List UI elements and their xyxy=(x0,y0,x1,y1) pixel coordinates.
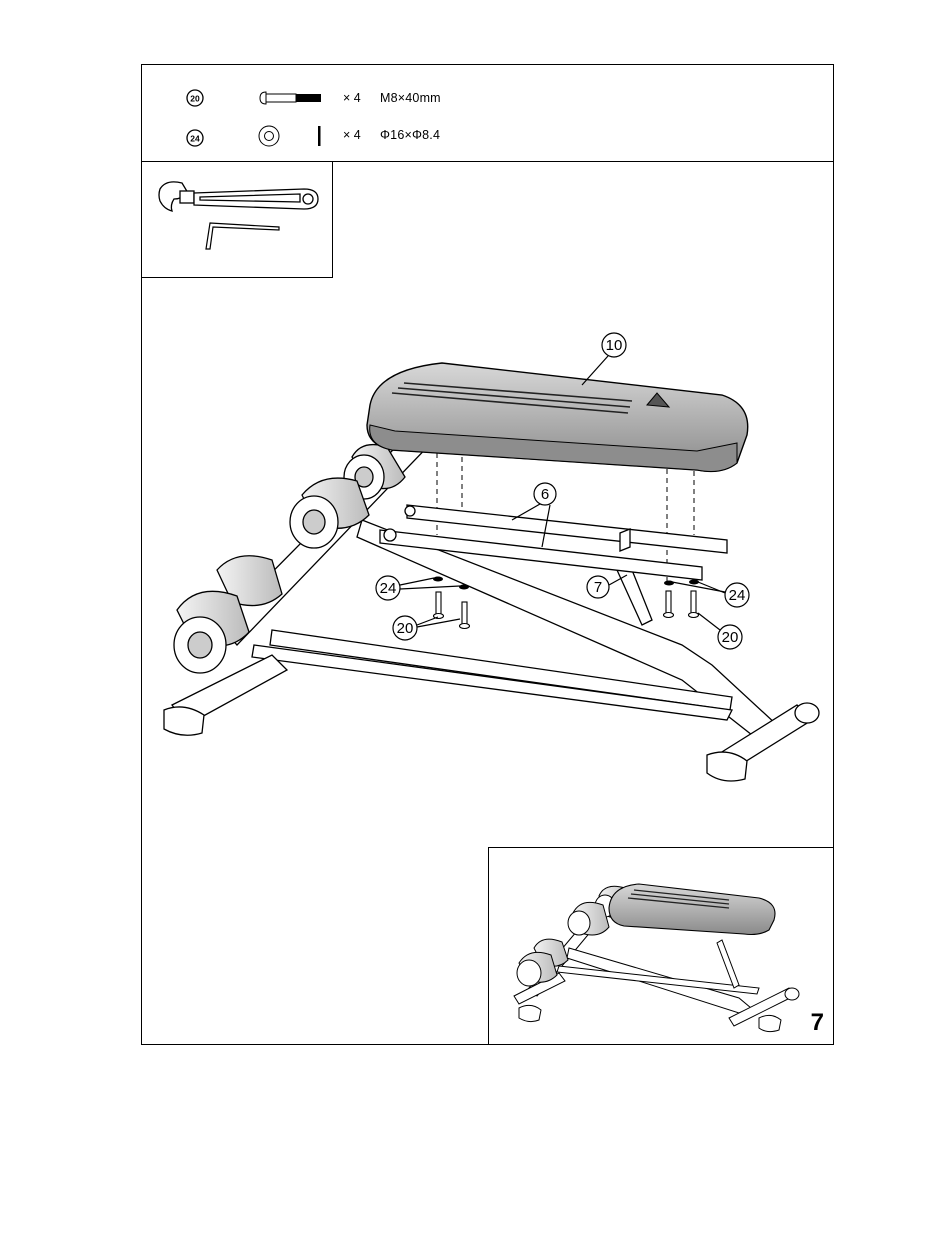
callout-24-right-label: 24 xyxy=(729,587,746,604)
callout-6-label: 6 xyxy=(541,486,549,503)
rear-right-foot-cap xyxy=(795,703,819,723)
callout-7-label: 7 xyxy=(594,579,602,596)
step-number: 7 xyxy=(811,1009,824,1037)
seat-pad-part-10 xyxy=(367,363,748,471)
assembled-bench-drawing xyxy=(489,848,834,1045)
callout-20-right-label: 20 xyxy=(722,629,739,646)
callout-10-label: 10 xyxy=(606,337,623,354)
callout-24-left-label: 24 xyxy=(380,580,397,597)
rear-left-foot-cap xyxy=(707,752,747,781)
assembly-step-frame: 20 24 × 4 M8×40mm × 4 Φ16×Φ8.4 xyxy=(141,64,834,1045)
callout-20-left-label: 20 xyxy=(397,620,414,637)
assembled-seat-pad xyxy=(609,884,775,935)
assembled-view-inset: 7 xyxy=(488,847,834,1045)
front-left-foot-cap xyxy=(164,707,204,735)
